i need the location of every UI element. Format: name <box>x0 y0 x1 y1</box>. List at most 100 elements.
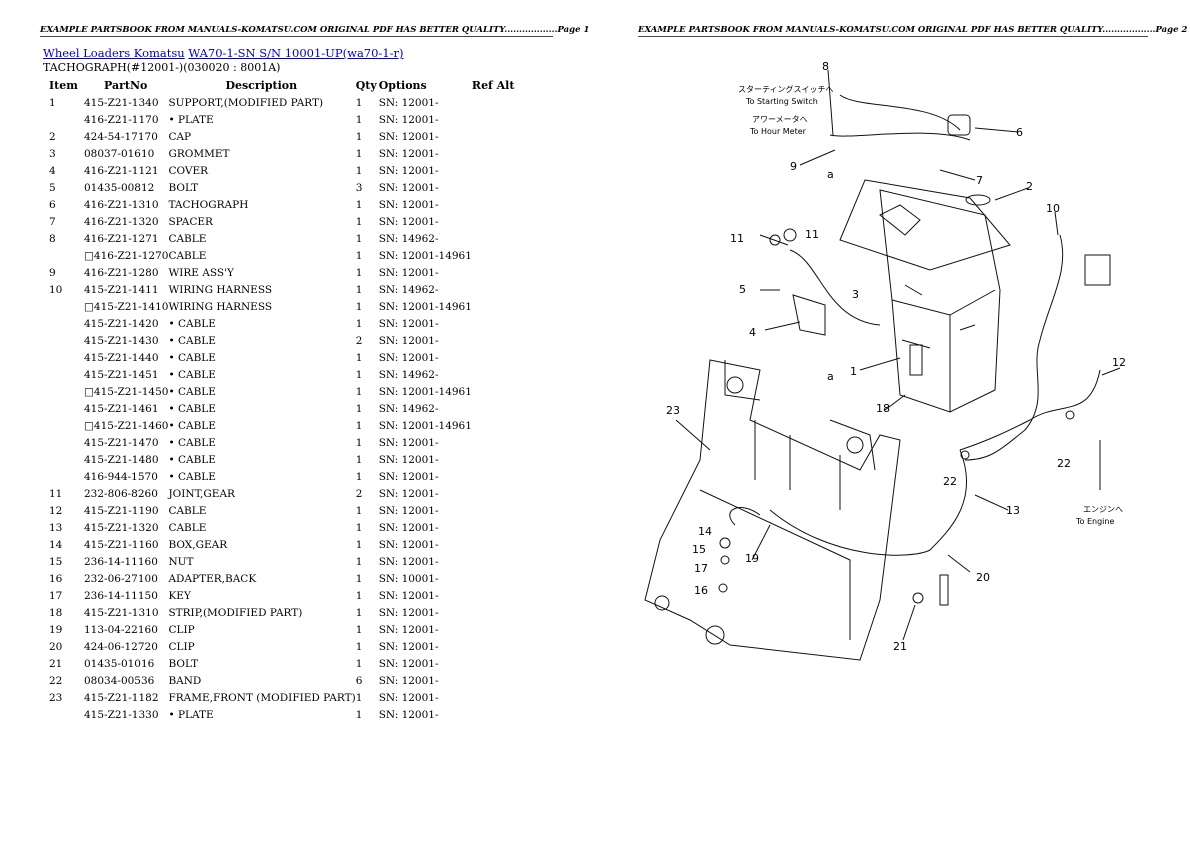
callout-3: 3 <box>852 288 859 301</box>
cell-item <box>43 315 84 332</box>
cell-description: • CABLE <box>168 351 216 364</box>
leader-19 <box>884 394 906 411</box>
table-header-row: Item PartNo Description Qty Options Ref … <box>43 77 514 94</box>
cell-description: • CABLE <box>168 436 216 449</box>
callout-13: 12 <box>1112 356 1126 369</box>
cell-ref-alt <box>472 145 515 162</box>
cell-item: 21 <box>49 657 63 670</box>
cell-item <box>43 111 84 128</box>
cell-partno: 415-Z21-1320 <box>84 521 159 534</box>
cell-partno: 113-04-22160 <box>84 623 158 636</box>
cell-item: 19 <box>49 623 63 636</box>
cell-qty: 1 <box>355 708 363 721</box>
cell-ref-alt <box>472 706 515 723</box>
cell-partno: 416-Z21-1320 <box>84 215 159 228</box>
cell-options: SN: 14962- <box>378 402 439 415</box>
cell-qty: 1 <box>355 419 363 432</box>
cell-options: SN: 12001- <box>378 198 439 211</box>
callout-6: 6 <box>1016 126 1023 139</box>
column-header-options: Options <box>378 79 427 92</box>
callout-19: 18 <box>876 402 890 415</box>
cell-item: 8 <box>49 232 56 245</box>
cell-description: WIRING HARNESS <box>168 300 273 313</box>
cell-partno: 416-Z21-1280 <box>84 266 159 279</box>
cell-description: CLIP <box>168 623 195 636</box>
cell-options: SN: 12001-14961 <box>378 419 472 432</box>
callout-1: 1 <box>850 365 857 378</box>
cell-options: SN: 12001- <box>378 521 439 534</box>
cell-qty: 1 <box>355 164 363 177</box>
cell-qty: 1 <box>355 96 363 109</box>
gear-box <box>719 537 731 549</box>
breadcrumb-link-category[interactable]: Wheel Loaders Komatsu <box>43 46 185 60</box>
tachograph-unit <box>947 114 971 136</box>
callout-9: 9 <box>790 160 797 173</box>
cell-qty: 1 <box>355 283 363 296</box>
cell-item: 12 <box>49 504 63 517</box>
cell-partno: 08037-01610 <box>84 147 155 160</box>
cover-part <box>792 294 826 336</box>
cell-qty: 2 <box>355 334 363 347</box>
cell-ref-alt <box>472 264 515 281</box>
callout-12: 13 <box>1006 504 1020 517</box>
cell-partno: 01435-01016 <box>84 657 155 670</box>
frame-boss-right <box>846 436 864 454</box>
cell-options: SN: 12001- <box>378 436 439 449</box>
cell-item <box>43 349 84 366</box>
cell-qty: 1 <box>355 521 363 534</box>
cell-qty: 1 <box>355 198 363 211</box>
cell-qty: 3 <box>355 181 363 194</box>
cell-options: SN: 12001-14961 <box>378 300 472 313</box>
cell-ref-alt <box>472 638 515 655</box>
cell-partno: 415-Z21-1480 <box>84 453 159 466</box>
cell-partno: 415-Z21-1190 <box>84 504 159 517</box>
cell-description: • CABLE <box>168 419 216 432</box>
cell-options: SN: 12001- <box>378 164 439 177</box>
callout-a-bottom: a <box>827 370 834 383</box>
leader-7 <box>939 169 976 181</box>
cell-item: 11 <box>49 487 63 500</box>
cell-description: • CABLE <box>168 317 216 330</box>
cell-partno: 415-Z21-1160 <box>84 538 159 551</box>
frame-ribs <box>754 420 841 510</box>
cell-options: SN: 12001- <box>378 470 439 483</box>
cell-description: CABLE <box>168 249 207 262</box>
cell-description: GROMMET <box>168 147 230 160</box>
cable-9 <box>829 132 971 141</box>
cell-qty: 1 <box>355 300 363 313</box>
cell-qty: 1 <box>355 572 363 585</box>
callout-15: 15 <box>692 543 706 556</box>
cell-description: CABLE <box>168 232 207 245</box>
breadcrumb-link-model[interactable]: WA70-1-SN S/N 10001-UP(wa70-1-r) <box>188 46 404 60</box>
cell-qty: 1 <box>355 113 363 126</box>
cell-qty: 1 <box>355 589 363 602</box>
cell-options: SN: 12001- <box>378 691 439 704</box>
cell-description: WIRING HARNESS <box>168 283 273 296</box>
band-22a <box>1065 410 1075 420</box>
cell-item: 5 <box>49 181 56 194</box>
cell-item: 2 <box>49 130 56 143</box>
cell-item <box>43 451 84 468</box>
band-22b <box>960 450 970 460</box>
cell-qty: 1 <box>355 266 363 279</box>
cell-ref-alt <box>472 417 515 434</box>
cell-options: SN: 12001- <box>378 538 439 551</box>
cell-ref-alt <box>472 655 515 672</box>
cell-partno: 232-06-27100 <box>84 572 158 585</box>
cell-description: • CABLE <box>168 470 216 483</box>
cell-partno: 415-Z21-1461 <box>84 402 159 415</box>
cell-description: • CABLE <box>168 402 216 415</box>
